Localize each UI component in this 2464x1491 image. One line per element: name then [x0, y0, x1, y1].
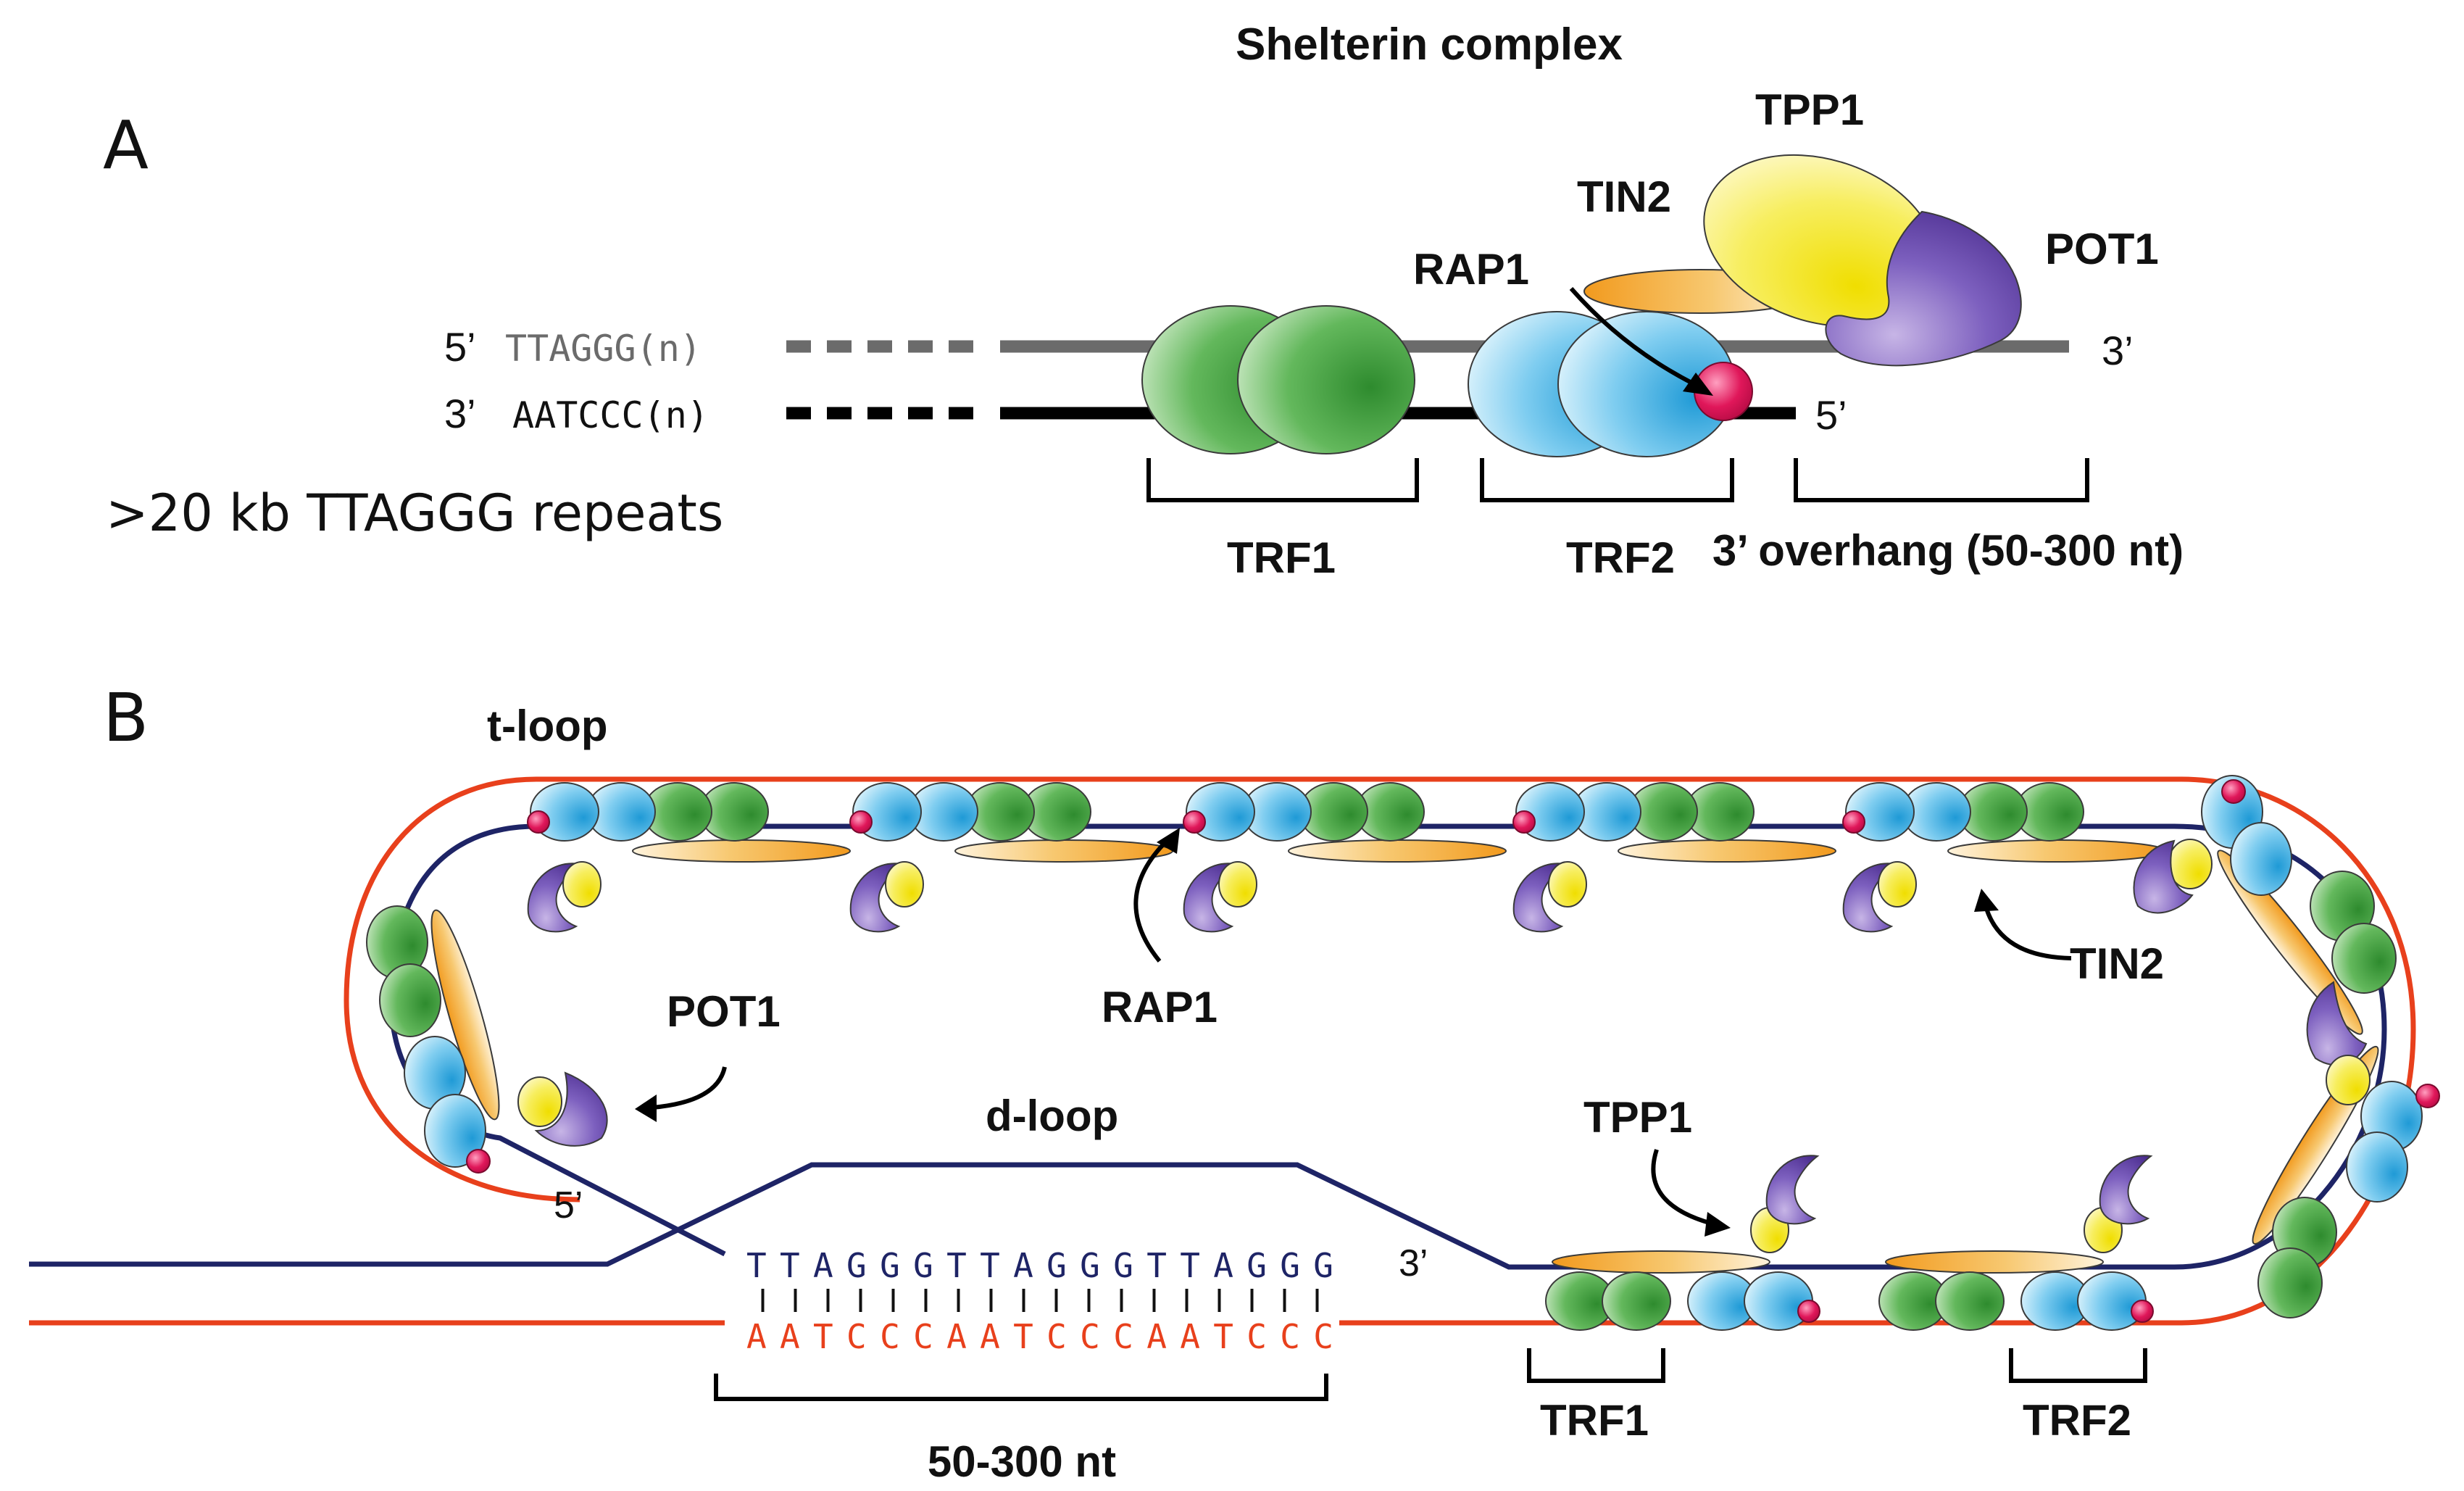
d-loop-bottom-sequence: AATCCCAATCCCAATCCC — [746, 1317, 1333, 1356]
base-pair-ticks — [761, 1289, 1319, 1312]
tpp1-label-b: TPP1 — [1583, 1093, 1692, 1142]
rap1-arrow — [1569, 287, 1696, 386]
bottom-strand-3prime: 3’ — [444, 391, 476, 436]
pot1-label: POT1 — [2045, 225, 2159, 273]
length-bracket — [714, 1374, 1328, 1401]
bottom-strand-5prime-end: 5’ — [1815, 392, 1847, 438]
shelterin-complex-bottom-1 — [1546, 1155, 1820, 1330]
pot1-label-b: POT1 — [667, 987, 781, 1036]
shelterin-complex-top-1 — [528, 783, 850, 931]
panel-a-label: A — [103, 107, 149, 184]
rap1-label: RAP1 — [1413, 245, 1529, 294]
tpp1-arrowhead — [1705, 1212, 1731, 1237]
trf2-label: TRF2 — [1566, 533, 1675, 582]
rap1-label-b: RAP1 — [1102, 983, 1218, 1031]
shelterin-complex-top-2 — [850, 783, 1173, 931]
pot1-arrow — [652, 1066, 727, 1110]
overhang-bracket — [1794, 458, 2089, 502]
shelterin-title: Shelterin complex — [1236, 20, 1623, 70]
overhang-label: 3’ overhang (50-300 nt) — [1712, 526, 2184, 575]
tin2-arrow — [1984, 905, 2072, 960]
tin2-label: TIN2 — [1577, 173, 1671, 221]
top-strand-5prime: 5’ — [444, 324, 476, 370]
loop-5prime-end: 5’ — [554, 1184, 583, 1226]
top-strand-3prime-end: 3’ — [2102, 328, 2134, 373]
trf2-label-b: TRF2 — [2023, 1396, 2131, 1445]
tin2-arrowhead — [1974, 889, 1999, 912]
tin2-label-b: TIN2 — [2070, 939, 2164, 988]
length-label: 50-300 nt — [928, 1437, 1116, 1486]
shelterin-complex-top-3 — [1183, 783, 1506, 931]
trf1-bracket — [1146, 458, 1419, 502]
panel-b-label: B — [103, 679, 149, 757]
top-strand-sequence: TTAGGG(n) — [505, 328, 702, 370]
tpp1-label: TPP1 — [1755, 86, 1864, 134]
trf1-label: TRF1 — [1227, 533, 1336, 582]
shelterin-complex-bottom-2 — [1879, 1155, 2153, 1330]
d-loop-label: d-loop — [986, 1092, 1118, 1140]
rap1-arrowhead-b — [1157, 828, 1180, 854]
repeat-note: >20 kb TTAGGG repeats — [106, 483, 723, 543]
trf1-label-b: TRF1 — [1540, 1396, 1649, 1445]
shelterin-complex-right-upper — [2133, 775, 2397, 1035]
trf2-protein — [1468, 311, 1736, 457]
trf1-protein — [1141, 305, 1415, 454]
rap1-arrow-b — [1133, 839, 1169, 963]
trf2-bracket-b — [2009, 1348, 2147, 1383]
shelterin-complex-top-5 — [1843, 783, 2165, 931]
tpp1-arrow — [1651, 1149, 1712, 1226]
trf1-bracket-b — [1527, 1348, 1665, 1383]
trf2-bracket — [1480, 458, 1734, 502]
shelterin-complex-left — [366, 905, 608, 1174]
shelterin-complex-right-lower — [2252, 981, 2440, 1318]
t-loop-label: t-loop — [487, 702, 608, 750]
loop-3prime-end: 3’ — [1399, 1242, 1428, 1284]
pot1-arrowhead — [635, 1095, 657, 1122]
d-loop-top-sequence: TTAGGGTTAGGGTTAGGG — [746, 1246, 1333, 1285]
shelterin-complex-top-4 — [1513, 783, 1836, 931]
rap1-arrowhead — [1683, 373, 1713, 396]
bottom-strand-sequence: AATCCC(n) — [512, 394, 709, 436]
pot1-protein — [1825, 210, 2022, 367]
